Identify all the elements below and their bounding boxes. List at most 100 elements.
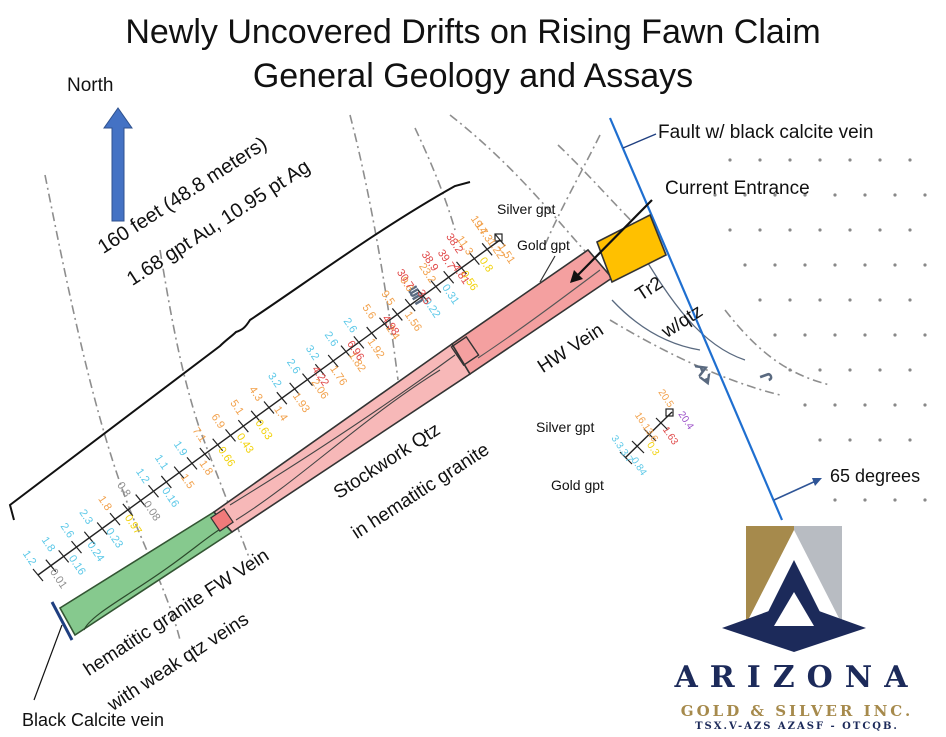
- tick-mark: [443, 270, 455, 284]
- stockwork-sketch: [229, 354, 456, 521]
- assay-value: 2.6: [58, 521, 77, 540]
- tick-mark: [481, 242, 493, 256]
- tick-mark: [468, 252, 480, 265]
- assay-value: 0.97: [122, 512, 144, 536]
- assay-value: 0.8: [114, 480, 133, 499]
- logo-tickers: TSX.V-AZS AZASF - OTCQB.: [695, 721, 899, 732]
- black-calcite-vein: [50, 601, 74, 641]
- tick-mark: [237, 419, 249, 433]
- title-line-1: Newly Uncovered Drifts on Rising Fawn Cl…: [125, 13, 821, 51]
- tick-mark: [366, 326, 378, 340]
- tick-mark: [404, 298, 416, 312]
- silver-gpt-label-mid: Silver gpt: [536, 419, 595, 435]
- tick-mark: [109, 512, 121, 526]
- assay-value: 0.43: [234, 431, 256, 455]
- tick-mark: [212, 438, 224, 452]
- north-label: North: [67, 75, 114, 96]
- tick-mark: [456, 261, 467, 275]
- assay-value: 1.2: [20, 548, 39, 567]
- assay-value: 2.6: [322, 330, 341, 349]
- dimension-bracket: [8, 181, 471, 521]
- tick-end-box-top: [494, 233, 503, 242]
- assay-value: 1.56: [402, 309, 424, 333]
- hw-vein: [450, 248, 614, 376]
- dip-arrow: [773, 479, 819, 501]
- assay-value: 6.9: [209, 412, 228, 431]
- assay-value: 2.3: [77, 507, 96, 526]
- assay-value: 0.01: [47, 567, 69, 591]
- sketch-line-1: [611, 299, 701, 351]
- tick-mark: [199, 447, 211, 461]
- tick-mark: [71, 540, 82, 554]
- logo-mark: [722, 526, 866, 652]
- contour-line-8: [609, 319, 781, 396]
- tick-mark: [186, 456, 198, 470]
- assay-value: 5.6: [359, 302, 378, 321]
- tick-mark: [353, 335, 365, 349]
- tick-mark: [83, 531, 95, 545]
- logo-name: ARIZONA: [674, 660, 920, 695]
- degrees-label: 65 degrees: [830, 466, 921, 486]
- assay-value: 7.1: [190, 425, 209, 444]
- assay-value: 5.1: [227, 398, 246, 417]
- title-line-2: General Geology and Assays: [252, 57, 694, 95]
- sketch-line-2: [639, 249, 746, 361]
- tick-mark: [32, 568, 44, 582]
- tick-mark: [314, 363, 326, 377]
- assay-value-right: 20.4: [676, 410, 696, 433]
- assay-value: 3.2: [303, 343, 322, 362]
- assay-value: 2.6: [284, 357, 303, 376]
- assay-value: 1.93: [290, 391, 312, 415]
- tick-mark: [58, 550, 70, 563]
- dot-grid: [713, 158, 927, 502]
- black-calcite-leader: [33, 624, 63, 701]
- gold-gpt-label-top: Gold gpt: [517, 237, 570, 253]
- gold-gpt-label-mid: Gold gpt: [551, 477, 604, 493]
- tick-mark: [173, 466, 185, 480]
- contour-line-2: [159, 249, 251, 561]
- entrance-arrowhead: [570, 270, 583, 283]
- hw-vein-box: [450, 335, 480, 367]
- assay-value: 0.31: [439, 282, 461, 306]
- assay-value: 4.3: [246, 384, 265, 403]
- contour-line-9: [724, 309, 831, 386]
- assay-value: 3.2: [265, 371, 284, 390]
- fault-line: [608, 117, 784, 521]
- tick-mark: [96, 522, 108, 535]
- assay-value: 1.1: [152, 453, 171, 472]
- north-arrow: [103, 107, 133, 222]
- assay-value: 1.8: [39, 535, 58, 554]
- assay-value: 1.92: [365, 336, 387, 360]
- tick-mark: [263, 401, 275, 414]
- assay-value: 1.8: [197, 458, 216, 477]
- contour-line-3: [349, 114, 399, 381]
- assay-value: 0.24: [84, 540, 106, 564]
- assay-value: 0.8: [477, 255, 496, 274]
- assay-value-right: 1.63: [660, 425, 680, 448]
- fw-vein-sketch: [83, 527, 223, 631]
- company-logo: ARIZONA GOLD & SILVER INC. TSX.V-AZS AZA…: [662, 520, 932, 735]
- sketch-glyph-1: ᗅᗆ: [692, 360, 716, 388]
- contour-line-4: [414, 127, 456, 231]
- assay-value-right: 20.5: [656, 388, 676, 411]
- entrance-arrow: [575, 199, 653, 278]
- fw-vein: [58, 510, 234, 637]
- sketch-glyph-2: ᒋ: [757, 371, 775, 385]
- assay-value: 1.76: [327, 363, 349, 387]
- assay-value: 1.9: [171, 439, 190, 458]
- black-calcite-label: Black Calcite vein: [22, 710, 165, 730]
- current-entrance-label: Current Entrance: [665, 178, 810, 199]
- assay-value: 0.16: [159, 485, 181, 509]
- silver-gpt-label-top: Silver gpt: [497, 201, 556, 217]
- tick-mark: [340, 345, 352, 359]
- contour-line-1: [44, 174, 181, 641]
- tick-mark: [327, 354, 339, 368]
- assay-value: 1.4: [271, 404, 290, 423]
- tick-mark: [225, 429, 236, 442]
- fault-label: Fault w/ black calcite vein: [658, 122, 874, 143]
- tick-mark: [160, 475, 172, 489]
- tick-marks-right: [619, 417, 669, 465]
- tick-mark: [122, 503, 134, 517]
